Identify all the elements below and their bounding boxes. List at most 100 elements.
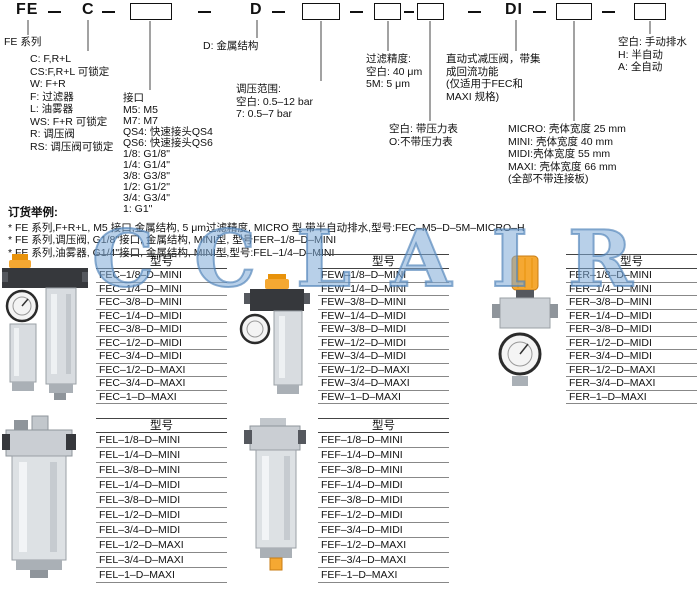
table-row: FEC–1/2–D–MAXI [96, 364, 227, 377]
annotation-line: 1/2: G1/2" [123, 180, 170, 193]
code-dash [272, 11, 285, 13]
code-box-gauge [417, 3, 444, 20]
annotation-line: RS: 调压阀可锁定 [30, 140, 114, 153]
annotation-line: H: 半自动 [618, 48, 663, 61]
table-header: 型号 [566, 254, 697, 269]
table-row: FEC–3/8–D–MINI [96, 296, 227, 310]
annotation-line: WS: F+R 可锁定 [30, 115, 108, 128]
product-image-fec [2, 254, 90, 409]
product-image-few [238, 274, 316, 407]
table-row: FEW–1/4–D–MINI [318, 283, 449, 296]
annotation-line: 3/8: G3/8" [123, 169, 170, 182]
code-function-text: C [82, 1, 95, 18]
code-dash [468, 11, 481, 13]
regulator-illustration [492, 255, 558, 386]
annotation-line: MICRO: 壳体宽度 25 mm [508, 123, 626, 135]
table-row: FEF–3/4–D–MIDI [318, 523, 449, 538]
annotation-title: 调压范围: [236, 83, 281, 95]
table-row: FEL–3/4–D–MAXI [96, 553, 227, 568]
annotation-line: F: 过滤器 [30, 90, 74, 103]
annotation-line: 成回流功能 [446, 65, 499, 78]
table-row: FER–3/8–D–MIDI [566, 323, 697, 337]
table-row: FEL–1/8–D–MINI [96, 433, 227, 448]
table-row: FEC–3/4–D–MAXI [96, 377, 227, 391]
frl-combo-illustration [2, 254, 88, 400]
table-header: 型号 [96, 254, 227, 269]
table-row: FEC–1/2–D–MIDI [96, 337, 227, 350]
code-dash [350, 11, 363, 13]
table-row: FEC–3/8–D–MIDI [96, 323, 227, 337]
ordering-examples: 订货举例: * FE 系列,F+R+L, M5 接口,金属结构, 5 μm过滤精… [8, 204, 525, 259]
table-row: FEC–1–D–MAXI [96, 391, 227, 404]
examples-list: * FE 系列,F+R+L, M5 接口,金属结构, 5 μm过滤精度, MIC… [8, 222, 525, 259]
table-row: FER–1/8–D–MINI [566, 269, 697, 283]
annotation-line: 直动式减压阀，带集 [446, 53, 541, 65]
table-row: FEW–1/4–D–MIDI [318, 310, 449, 323]
annotation-line: MAXI 规格) [446, 90, 500, 103]
code-box-filtration [374, 3, 401, 20]
annotation-line: MIDI:壳体宽度 55 mm [508, 148, 611, 160]
table-row: FEL–3/8–D–MINI [96, 463, 227, 478]
table-row: FEW–3/4–D–MAXI [318, 377, 449, 391]
annotation-line: CS:F,R+L 可锁定 [30, 65, 110, 78]
table-row: FEW–3/4–D–MIDI [318, 350, 449, 364]
filter-illustration [244, 418, 306, 571]
annotation-line: 空白: 40 μm [366, 65, 423, 78]
table-header: 型号 [96, 418, 227, 433]
table-row: FEC–1/4–D–MIDI [96, 310, 227, 323]
order-code-row: FE C D DI [0, 0, 700, 26]
annotation-construction: D: 金属结构 [203, 40, 258, 53]
table-row: FER–3/8–D–MINI [566, 296, 697, 310]
annotation-line: M5: M5 [123, 103, 159, 116]
table-row: FEF–1/2–D–MAXI [318, 538, 449, 553]
table-row: FER–1/2–D–MAXI [566, 364, 697, 377]
lubricator-illustration [2, 415, 76, 578]
annotation-line: W: F+R [30, 78, 66, 90]
table-row: FEL–1/4–D–MIDI [96, 478, 227, 493]
annotation-line: (仅适用于FEC和 [446, 78, 523, 90]
table-row: FEF–1/8–D–MINI [318, 433, 449, 448]
table-row: FEF–1/4–D–MINI [318, 448, 449, 463]
table-row: FEW–3/8–D–MINI [318, 296, 449, 310]
code-dash [102, 11, 115, 13]
table-row: FEL–1/2–D–MAXI [96, 538, 227, 553]
code-dash [602, 11, 615, 13]
code-di-text: DI [505, 1, 523, 18]
code-box-size [556, 3, 592, 20]
table-row: FEC–1/8–D–MINI [96, 269, 227, 283]
annotation-line: QS6: 快速接头QS6 [123, 136, 213, 149]
annotation-title: 过滤精度: [366, 53, 411, 65]
annotation-line: 5M: 5 μm [366, 78, 410, 90]
table-row: FER–1/4–D–MINI [566, 283, 697, 296]
annotation-series: FE 系列 [4, 36, 41, 49]
table-row: FEW–1/8–D–MINI [318, 269, 449, 283]
table-row: FEF–1/2–D–MIDI [318, 508, 449, 523]
product-image-fel [2, 414, 88, 587]
example-line: * FE 系列,F+R+L, M5 接口,金属结构, 5 μm过滤精度, MIC… [8, 222, 525, 234]
annotation-line: O:不带压力表 [389, 135, 453, 148]
annotation-line: QS4: 快速接头QS4 [123, 125, 213, 138]
annotation-line: 空白: 手动排水 [618, 36, 687, 48]
code-dash [533, 11, 546, 13]
table-row: FER–1–D–MAXI [566, 391, 697, 404]
table-row: FEF–3/4–D–MAXI [318, 553, 449, 568]
table-row: FER–3/4–D–MAXI [566, 377, 697, 391]
annotation-line: 3/4: G3/4" [123, 191, 170, 204]
table-row: FER–1/4–D–MIDI [566, 310, 697, 323]
example-line: * FE 系列,油雾器, G1/4"接口, 金属结构, MINI型,型号:FEL… [8, 246, 335, 259]
product-image-fef [240, 418, 316, 585]
examples-title: 订货举例: [8, 207, 58, 219]
